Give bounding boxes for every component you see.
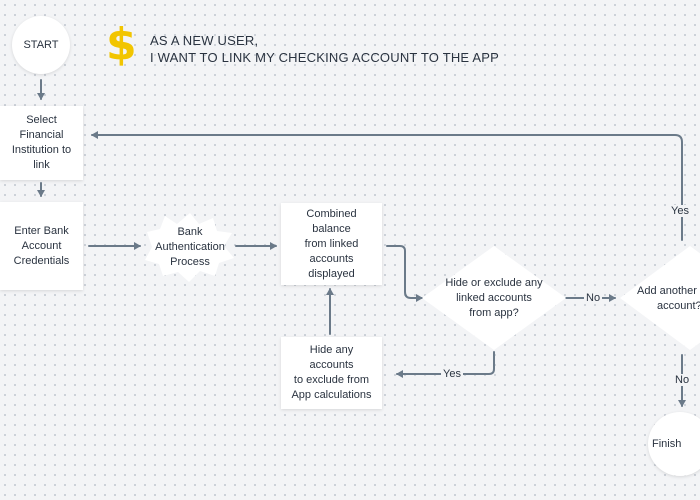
- hide-accounts-line: App calculations: [291, 389, 372, 401]
- combined-balance-node[interactable]: Combined balance from linked accounts di…: [281, 203, 382, 285]
- edge-label-no: No: [673, 374, 692, 386]
- select-institution-node[interactable]: Select Financial Institution to link: [0, 106, 83, 180]
- select-institution-line: link: [33, 159, 50, 171]
- connector-add-yes-loop: [91, 131, 683, 241]
- edge-label-no: No: [584, 292, 603, 304]
- edge-label-yes: Yes: [669, 205, 691, 217]
- bank-auth-line: Bank: [177, 225, 203, 238]
- hide-exclude-line: linked accounts: [456, 291, 532, 304]
- bank-auth-line: Authentication: [155, 240, 225, 253]
- connector-decision-yes: [396, 351, 495, 378]
- select-institution-line: Institution to: [11, 144, 72, 156]
- user-story-line-1: AS A NEW USER,: [150, 33, 259, 48]
- enter-credentials-line: Account: [21, 239, 62, 252]
- dollar-sign-icon: $: [106, 19, 137, 70]
- add-another-decision[interactable]: Add another li account?: [632, 284, 700, 314]
- combined-balance-line: from linked: [304, 237, 359, 250]
- hide-exclude-line: from app?: [469, 306, 519, 319]
- select-institution-line: Financial: [19, 129, 64, 141]
- connector-balance-to-decision: [386, 245, 423, 302]
- user-story-header: AS A NEW USER, I WANT TO LINK MY CHECKIN…: [150, 32, 499, 66]
- bank-auth-line: Process: [170, 255, 210, 268]
- finish-node[interactable]: Finish: [648, 412, 700, 476]
- combined-balance-line: accounts: [309, 252, 354, 265]
- enter-credentials-line: Credentials: [13, 254, 70, 267]
- enter-credentials-line: Enter Bank: [14, 224, 69, 237]
- hide-exclude-decision[interactable]: Hide or exclude any linked accounts from…: [436, 275, 552, 321]
- hide-exclude-line: Hide or exclude any: [445, 276, 543, 289]
- add-another-line: Add another li: [637, 285, 700, 297]
- bank-auth-burst-shape: [145, 213, 234, 282]
- start-label: START: [23, 39, 59, 51]
- combined-balance-line: Combined balance: [306, 207, 357, 235]
- edge-label-yes: Yes: [441, 368, 463, 380]
- start-node[interactable]: START: [12, 16, 70, 74]
- hide-accounts-line: Hide any accounts: [309, 344, 354, 371]
- hide-accounts-line: to exclude from: [293, 374, 370, 386]
- bank-auth-node[interactable]: Bank Authentication Process: [150, 224, 230, 270]
- hide-exclude-diamond: [422, 246, 566, 350]
- user-story-line-2: I WANT TO LINK MY CHECKING ACCOUNT TO TH…: [150, 50, 500, 65]
- hide-accounts-node[interactable]: Hide any accounts to exclude from App ca…: [281, 337, 382, 409]
- select-institution-line: Select: [26, 114, 57, 126]
- combined-balance-line: displayed: [308, 267, 355, 280]
- finish-label: Finish: [652, 438, 682, 450]
- add-another-line: account?: [657, 300, 700, 312]
- enter-credentials-node[interactable]: Enter Bank Account Credentials: [0, 202, 83, 290]
- add-another-diamond: [620, 246, 700, 350]
